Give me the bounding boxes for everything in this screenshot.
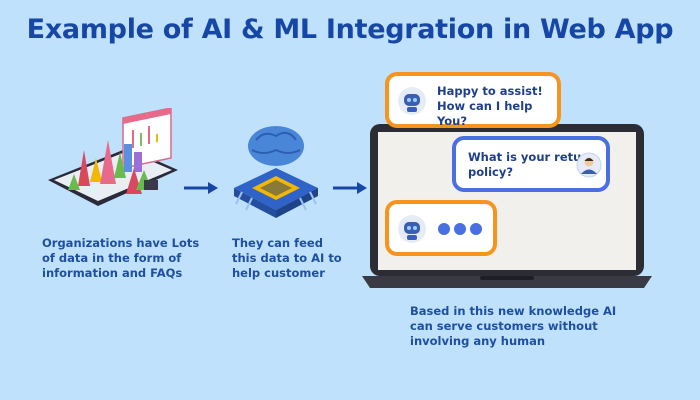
user-question-bubble: What is your return policy?	[452, 136, 610, 192]
bot-greeting-bubble: Happy to assist! How can I help You?	[385, 72, 561, 128]
robot-avatar-icon	[398, 215, 426, 243]
page-title: Example of AI & ML Integration in Web Ap…	[26, 14, 674, 45]
feed-caption: They can feed this data to AI to help cu…	[232, 236, 342, 280]
ai-brain-chip-icon	[234, 126, 318, 218]
bot-typing-bubble	[385, 200, 497, 256]
right-arrow-icon	[184, 182, 218, 194]
analytics-tablet-icon	[48, 108, 178, 206]
bot-greeting-text: Happy to assist! How can I help You?	[437, 84, 543, 128]
data-caption: Organizations have Lots of data in the f…	[42, 236, 200, 280]
robot-avatar-icon	[398, 87, 426, 115]
typing-indicator-icon	[438, 223, 482, 235]
result-caption: Based in this new knowledge AI can serve…	[410, 304, 617, 348]
right-arrow-icon	[333, 182, 367, 194]
user-avatar-icon	[576, 152, 602, 178]
